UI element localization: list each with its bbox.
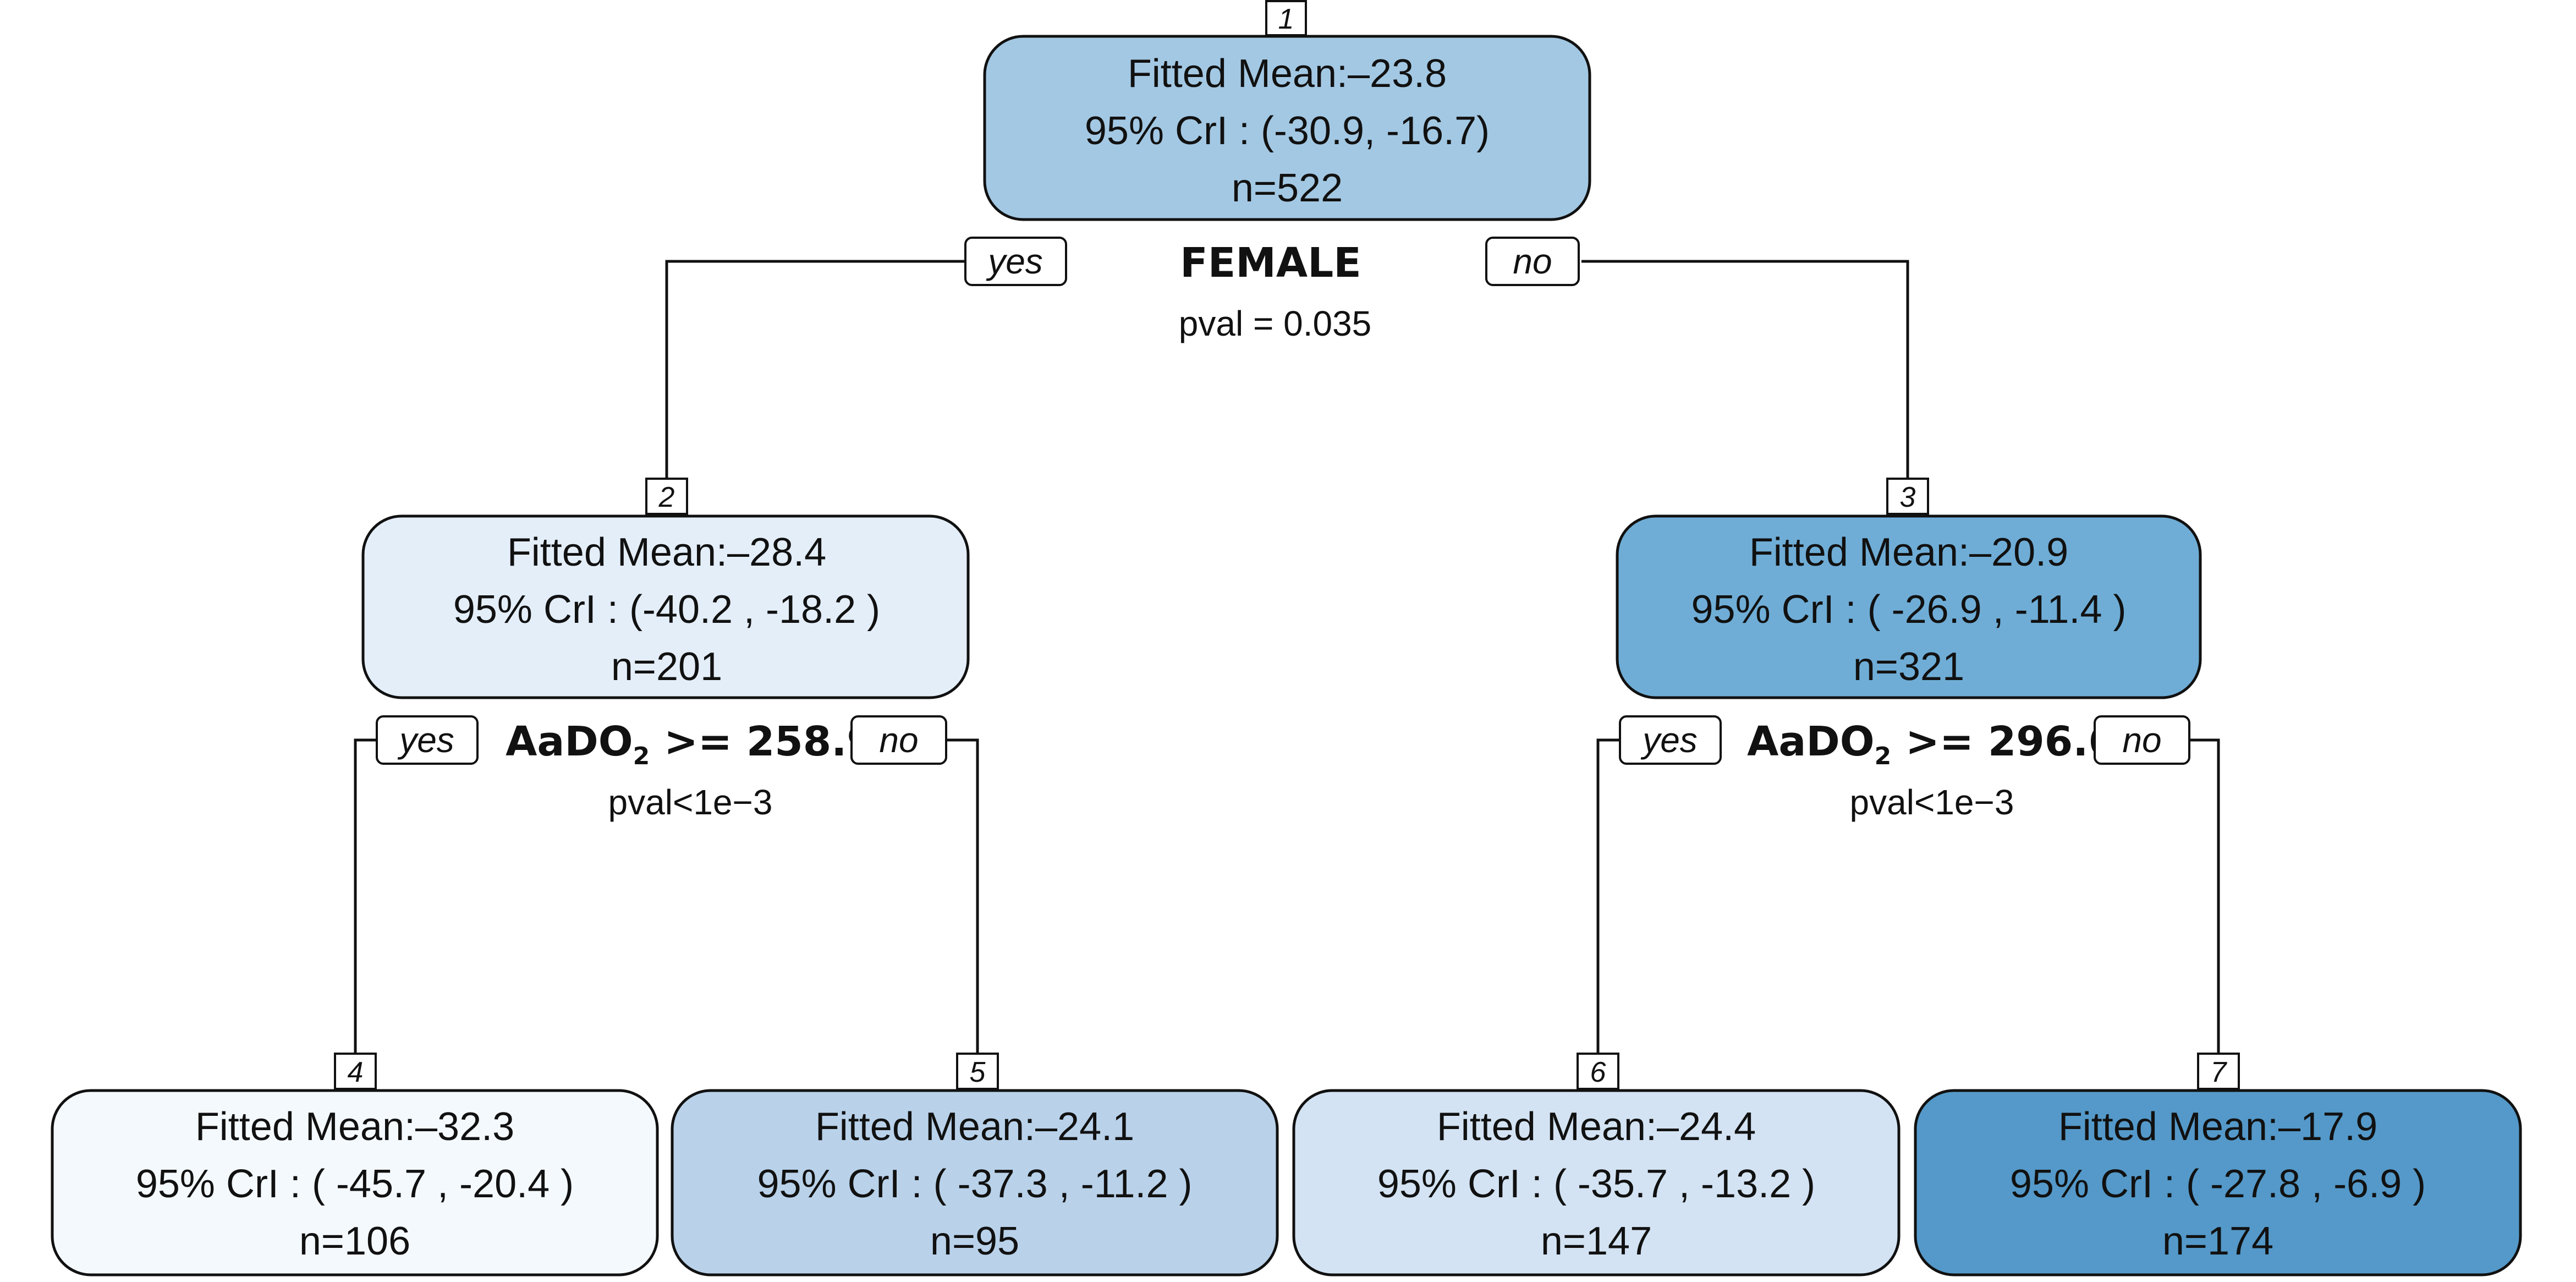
node-box: [671, 1089, 1279, 1276]
node-id: 7: [2211, 1056, 2228, 1088]
node-id: 1: [1278, 3, 1294, 35]
credible-interval-label: 95% CrI : (-40.2 , -18.2 ): [453, 588, 880, 632]
fitted-mean-label: Fitted Mean:–20.9: [1749, 530, 2068, 574]
split-variable: AaDO2 >= 296.6: [1747, 718, 2117, 770]
tree-node-3: 3 Fitted Mean:–20.9 95% CrI : ( -26.9 , …: [1616, 478, 2202, 699]
tree-node-4: 4 Fitted Mean:–32.3 95% CrI : ( -45.7 , …: [51, 1053, 659, 1276]
credible-interval-label: 95% CrI : ( -26.9 , -11.4 ): [1691, 588, 2127, 632]
yes-tag: [1619, 715, 1722, 765]
fitted-mean-label: Fitted Mean:–32.3: [195, 1105, 514, 1149]
tree-node-5: 5 Fitted Mean:–24.1 95% CrI : ( -37.3 , …: [671, 1053, 1279, 1276]
split-variable-name: AaDO: [506, 718, 633, 765]
yes-label: yes: [986, 242, 1043, 281]
split-pvalue: pval<1e−3: [1850, 782, 2014, 822]
fitted-mean-label: Fitted Mean:–24.1: [815, 1105, 1134, 1149]
no-label: no: [879, 720, 918, 760]
credible-interval-label: 95% CrI : ( -35.7 , -13.2 ): [1377, 1162, 1815, 1206]
node-id-tag: [1886, 478, 1929, 515]
split-variable-name: FEMALE: [1180, 239, 1361, 287]
node-id: 2: [658, 481, 675, 513]
no-label: no: [1513, 242, 1552, 281]
node-id: 5: [970, 1056, 986, 1088]
no-label: no: [2122, 720, 2161, 760]
node-id: 6: [1590, 1056, 1606, 1088]
sample-size-label: n=522: [1232, 166, 1343, 210]
split-variable: AaDO2 >= 258.9: [506, 718, 875, 770]
split-3: yes AaDO2 >= 296.6 no pval<1e−3: [1619, 715, 2190, 822]
tree-node-7: 7 Fitted Mean:–17.9 95% CrI : ( -27.8 , …: [1914, 1053, 2522, 1276]
credible-interval-label: 95% CrI : ( -27.8 , -6.9 ): [2010, 1162, 2426, 1206]
tree-node-6: 6 Fitted Mean:–24.4 95% CrI : ( -35.7 , …: [1292, 1053, 1901, 1276]
edge-1-3: [1581, 260, 1909, 479]
yes-tag: [376, 715, 479, 765]
edge-3-6: [1596, 738, 1620, 1054]
no-tag: [850, 715, 947, 765]
sample-size-label: n=174: [2162, 1219, 2273, 1263]
node-box: [51, 1089, 659, 1276]
fitted-mean-label: Fitted Mean:–17.9: [2058, 1105, 2377, 1149]
edge-2-4: [354, 738, 377, 1054]
node-id: 3: [1900, 481, 1916, 513]
edge-1-2: [665, 260, 985, 479]
split-threshold: >= 258.9: [650, 718, 875, 765]
node-box: [361, 514, 970, 699]
sample-size-label: n=95: [930, 1219, 1019, 1263]
sample-size-label: n=321: [1853, 645, 1964, 689]
split-variable-subscript: 2: [633, 742, 650, 770]
split-variable: FEMALE: [1180, 239, 1361, 287]
fitted-mean-label: Fitted Mean:–28.4: [507, 530, 826, 574]
node-box: [1616, 514, 2202, 699]
node-id: 4: [348, 1056, 364, 1088]
tree-edges: [354, 260, 2220, 1054]
split-label-bg: [1127, 237, 1369, 289]
node-id-tag: [645, 478, 688, 515]
credible-interval-label: 95% CrI : ( -37.3 , -11.2 ): [757, 1162, 1193, 1206]
node-box: [1914, 1089, 2522, 1276]
split-variable-name: AaDO: [1747, 718, 1875, 765]
split-variable-subscript: 2: [1875, 742, 1892, 770]
split-pvalue: pval = 0.035: [1179, 304, 1372, 343]
yes-label: yes: [1640, 720, 1698, 760]
fitted-mean-label: Fitted Mean:–23.8: [1128, 52, 1447, 96]
fitted-mean-label: Fitted Mean:–24.4: [1437, 1105, 1756, 1149]
tree-node-1: 1 Fitted Mean:–23.8 95% CrI : (-30.9, -1…: [983, 0, 1591, 221]
split-2: yes AaDO2 >= 258.9 no pval<1e−3: [376, 715, 947, 822]
split-threshold: >= 296.6: [1891, 718, 2117, 765]
credible-interval-label: 95% CrI : (-30.9, -16.7): [1085, 109, 1490, 153]
edge-3-7: [2189, 738, 2220, 1054]
yes-label: yes: [397, 720, 454, 760]
credible-interval-label: 95% CrI : ( -45.7 , -20.4 ): [136, 1162, 574, 1206]
yes-tag: [964, 237, 1067, 286]
node-id-tag: [1577, 1053, 1619, 1090]
node-id-tag: [956, 1053, 999, 1090]
no-tag: [1485, 237, 1580, 286]
no-tag: [2094, 715, 2190, 765]
tree-node-2: 2 Fitted Mean:–28.4 95% CrI : (-40.2 , -…: [361, 478, 970, 699]
edge-2-5: [946, 738, 979, 1054]
sample-size-label: n=106: [299, 1219, 410, 1263]
node-id-tag: [334, 1053, 377, 1090]
sample-size-label: n=201: [611, 645, 722, 689]
node-box: [983, 35, 1591, 221]
split-pvalue: pval<1e−3: [608, 782, 773, 822]
node-id-tag: [2197, 1053, 2240, 1090]
node-box: [1292, 1089, 1901, 1276]
sample-size-label: n=147: [1541, 1219, 1652, 1263]
split-1: yes FEMALE no pval = 0.035: [964, 237, 1580, 343]
